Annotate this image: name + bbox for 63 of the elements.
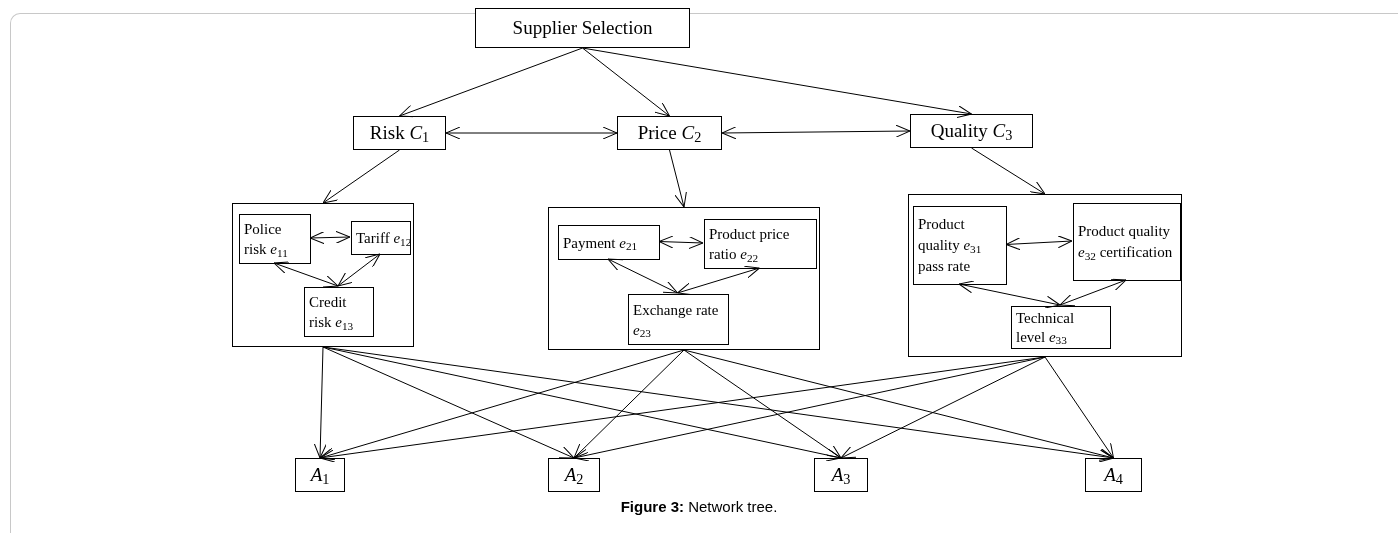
node-label: Product price ratio e$_{22}$ <box>709 225 791 264</box>
process-box <box>1011 306 1111 349</box>
process-box <box>548 458 600 492</box>
arrow <box>273 261 339 288</box>
node-label: Product quality e$_{32}$ certification <box>1078 222 1174 263</box>
arrow <box>658 235 704 249</box>
node-label: Payment e$_{21}$ <box>563 233 638 253</box>
node-label: Credit risk e$_{13}$ <box>309 293 355 332</box>
arrow <box>322 149 400 204</box>
group-box <box>232 203 414 347</box>
process-box <box>704 219 817 269</box>
arrow <box>721 124 911 140</box>
process-box <box>475 8 690 48</box>
arrow <box>958 280 1061 309</box>
process-box <box>353 116 446 150</box>
arrow <box>445 126 618 140</box>
node-label: Product quality e$_{31}$ pass rate <box>918 215 983 276</box>
node-label: A$_{1}$ <box>310 462 330 490</box>
process-box <box>295 458 345 492</box>
node-label: Exchange rate e$_{23}$ <box>633 300 720 340</box>
node-label: Police risk e$_{11}$ <box>244 220 289 259</box>
arrow <box>607 258 678 294</box>
process-box <box>558 225 660 260</box>
arrow <box>309 230 351 245</box>
node-label: Risk C$_{1}$ <box>369 120 430 148</box>
arrow <box>1044 356 1114 459</box>
arrow <box>573 349 685 459</box>
arrow <box>683 349 842 459</box>
node-label: Quality C$_{3}$ <box>930 118 1013 146</box>
arrow <box>582 47 670 117</box>
arrow <box>573 356 1046 462</box>
arrow <box>582 47 972 119</box>
node-label: A$_{2}$ <box>564 462 584 490</box>
node-label: Supplier Selection <box>512 15 653 40</box>
process-box <box>351 221 411 255</box>
process-box <box>239 214 311 264</box>
figure-caption: Figure 3: Network tree. <box>620 497 778 517</box>
process-box <box>1085 458 1142 492</box>
process-box <box>617 116 722 150</box>
arrow <box>319 349 685 461</box>
group-box <box>548 207 820 350</box>
process-box <box>1073 203 1181 281</box>
process-box <box>910 114 1033 148</box>
arrow <box>677 265 760 296</box>
node-label: A$_{3}$ <box>831 462 851 490</box>
node-label: Price C$_{2}$ <box>637 120 702 148</box>
node-label: Technical level e$_{33}$ <box>1016 308 1076 347</box>
node-label: A$_{4}$ <box>1104 462 1123 490</box>
arrow <box>683 349 1114 461</box>
arrow <box>1005 235 1073 251</box>
group-box <box>908 194 1182 357</box>
arrow <box>322 346 575 459</box>
process-box <box>814 458 868 492</box>
arrow <box>669 149 687 208</box>
process-box <box>304 287 374 337</box>
arrow <box>840 356 1046 459</box>
arrow <box>399 47 583 118</box>
arrow <box>337 253 381 287</box>
process-box <box>913 206 1007 285</box>
arrow <box>1059 278 1127 307</box>
process-box <box>628 294 729 345</box>
arrow <box>971 147 1046 195</box>
arrow <box>313 346 327 459</box>
